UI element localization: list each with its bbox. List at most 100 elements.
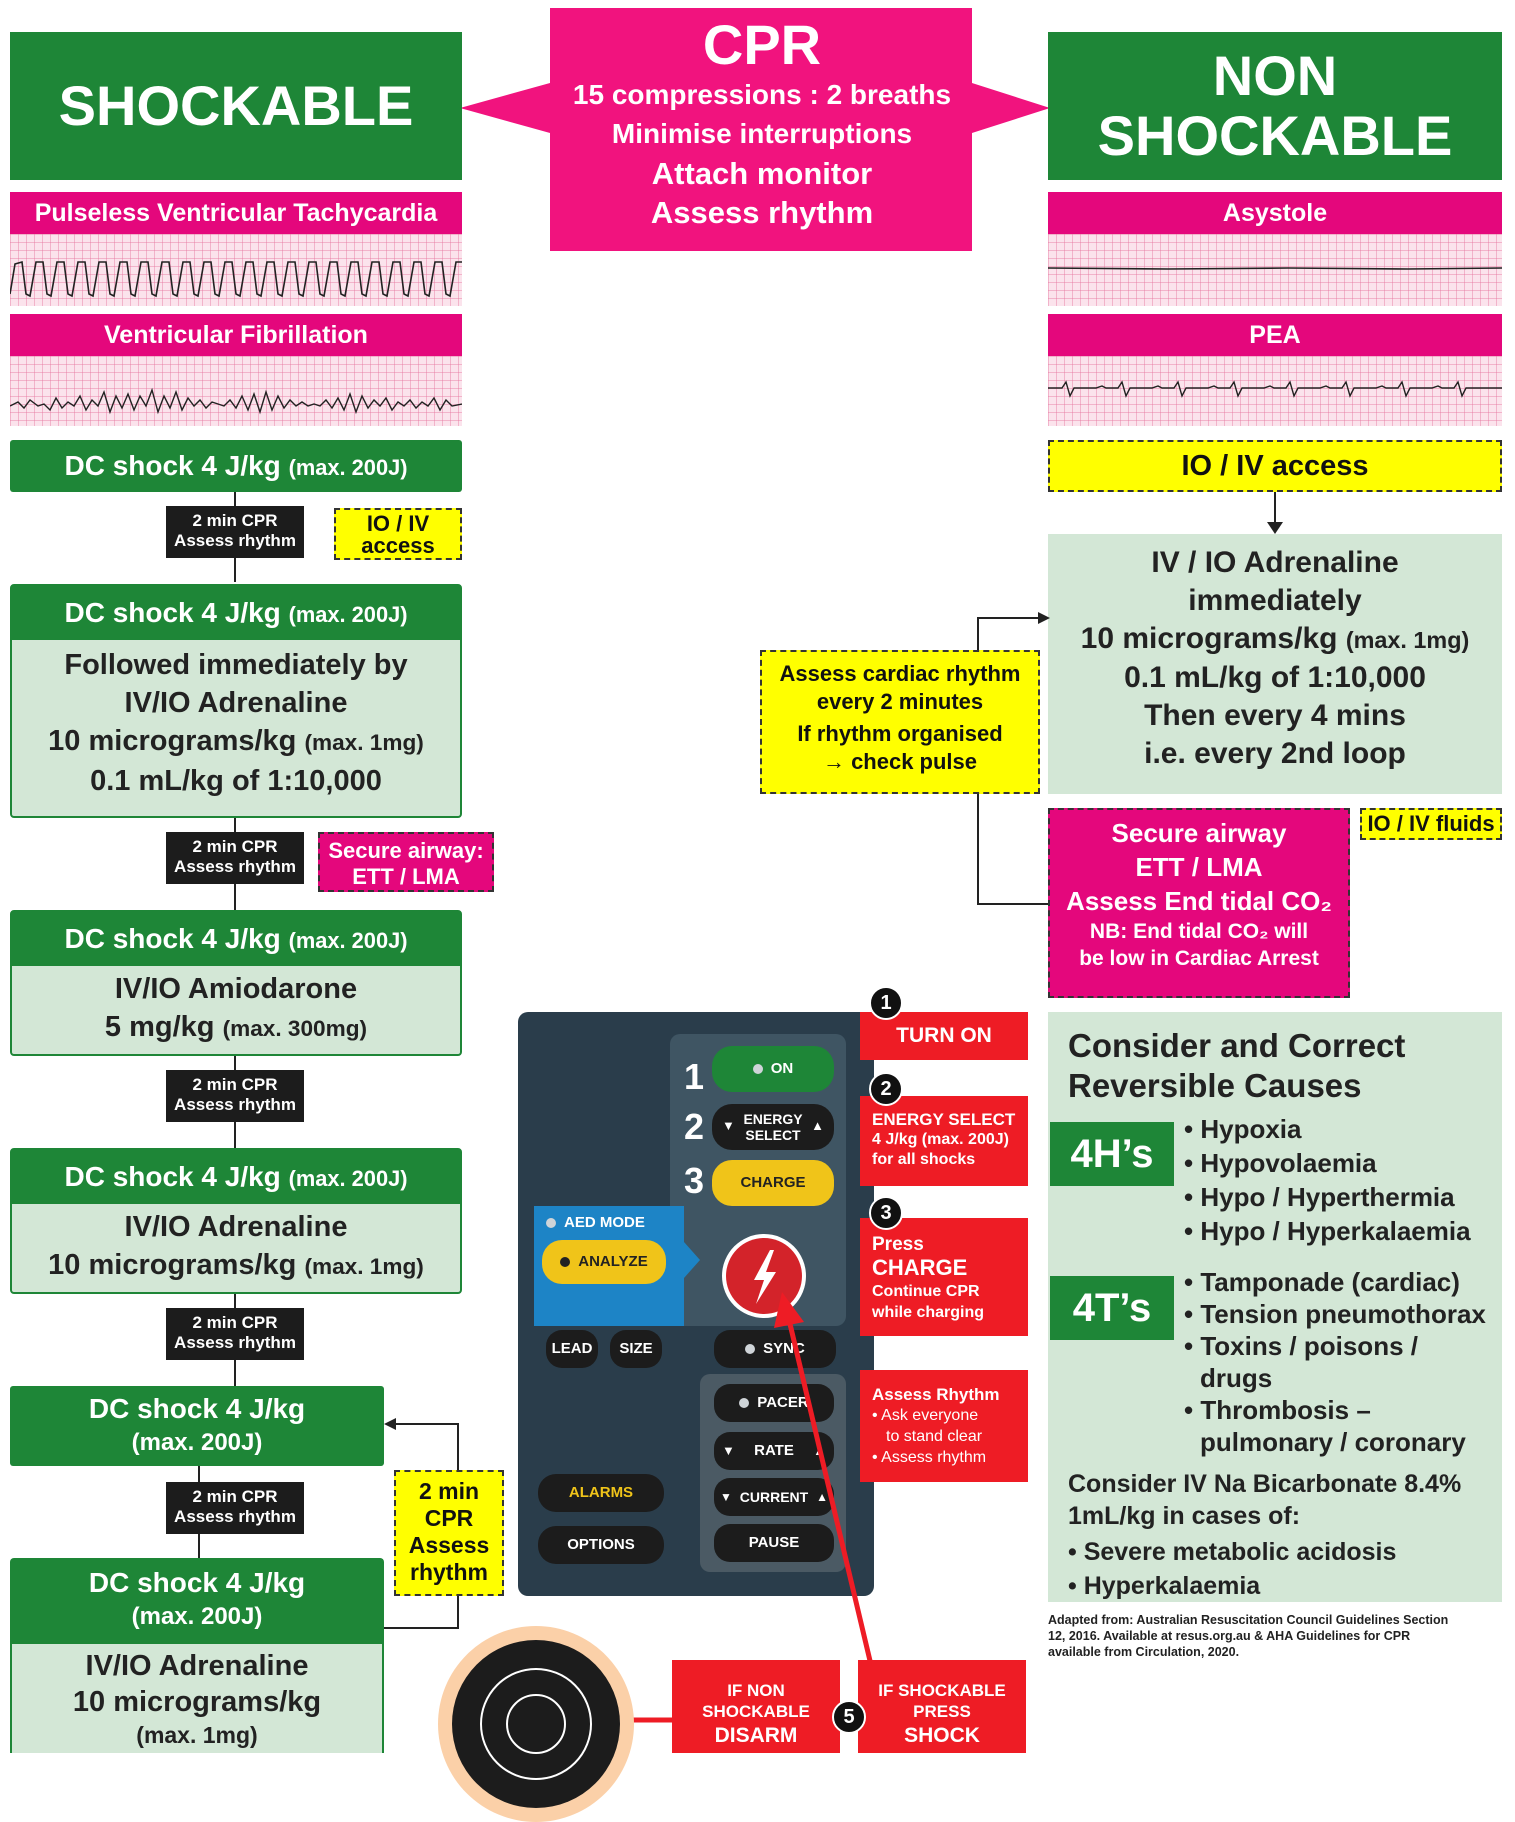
dc-shock-5: DC shock 4 J/kg (max. 200J)	[10, 1386, 384, 1466]
cpr-step-1: 2 min CPR Assess rhythm	[166, 506, 304, 558]
indicator-dot	[752, 1064, 763, 1075]
arrow-icon	[1267, 522, 1283, 534]
t-list: • Tamponade (cardiac) • Tension pneumoth…	[1184, 1266, 1486, 1458]
h-item-text: Hypovolaemia	[1200, 1148, 1377, 1178]
dc-shock-1-label: DC shock 4 J/kg	[64, 450, 281, 481]
io-iv-access-box: IO / IV access	[1048, 440, 1502, 492]
shock-3-box: DC shock 4 J/kg (max. 200J) IV/IO Amioda…	[10, 910, 462, 1056]
ecg-strip-vf	[9, 356, 463, 426]
step-5-disarm: IF NON SHOCKABLE DISARM	[672, 1660, 840, 1753]
t-item: pulmonary / coronary	[1184, 1426, 1486, 1458]
dc-shock-1-max: (max. 200J)	[288, 455, 408, 480]
dial-center[interactable]	[506, 1694, 566, 1754]
secure-airway-line1: Secure airway:	[328, 838, 484, 863]
t-item: • Tamponade (cardiac)	[1184, 1267, 1460, 1297]
step-1-turn-on: TURN ON	[860, 1012, 1028, 1060]
dc-shock-6-max: (max. 200J)	[131, 1603, 263, 1630]
t-item: • Thrombosis –	[1184, 1395, 1371, 1425]
cpr-title: CPR	[702, 13, 822, 76]
alarms-button[interactable]: ALARMS	[538, 1474, 664, 1512]
nonshockable-title-line2: SHOCKABLE	[1097, 104, 1453, 167]
step-5-right-line1: IF SHOCKABLE	[878, 1681, 1006, 1700]
step-5-left-line1: IF NON	[727, 1681, 785, 1700]
down-arrow-icon: ▼	[722, 1118, 735, 1133]
loop-note-line3: Assess	[408, 1532, 490, 1558]
shock-4-box: DC shock 4 J/kg (max. 200J) IV/IO Adrena…	[10, 1148, 462, 1294]
h-item: • Hypovolaemia	[1184, 1148, 1377, 1178]
rhythm-label-asystole: Asystole	[1048, 192, 1502, 234]
assess-note-line4: → check pulse	[822, 749, 978, 774]
options-button[interactable]: OPTIONS	[538, 1526, 664, 1564]
adrenaline-line4: 0.1 mL/kg of 1:10,000	[1124, 661, 1426, 694]
reversible-causes-panel: Consider and Correct Reversible Causes 4…	[1048, 1012, 1502, 1602]
charge-button[interactable]: CHARGE	[712, 1160, 834, 1206]
step-3-line3: Continue CPR	[872, 1283, 980, 1300]
dc-shock-5-label: DC shock 4 J/kg	[88, 1393, 306, 1424]
cpr-step-2: 2 min CPR Assess rhythm	[166, 832, 304, 884]
analyze-button[interactable]: ANALYZE	[542, 1240, 666, 1284]
pause-button[interactable]: PAUSE	[714, 1524, 834, 1562]
cpr-box: CPR 15 compressions : 2 breaths Minimise…	[552, 14, 972, 232]
t-item: • Tension pneumothorax	[1184, 1299, 1486, 1329]
dc-shock-2: DC shock 4 J/kg (max. 200J)	[12, 586, 460, 640]
lead-button[interactable]: LEAD	[546, 1330, 598, 1368]
current-button[interactable]: ▼CURRENT▲	[714, 1478, 834, 1516]
assess-note-line3: If rhythm organised	[797, 721, 1003, 746]
h-item-text: Hypoxia	[1200, 1114, 1302, 1144]
shock-6-text: IV/IO Adrenaline 10 micrograms/kg (max. …	[12, 1644, 382, 1750]
energy-select-button[interactable]: ▼ ENERGY SELECT ▲	[712, 1104, 834, 1150]
pacer-label: PACER	[757, 1394, 809, 1411]
airway-line4: NB: End tidal CO₂ will	[1089, 920, 1309, 943]
shock-2-box: DC shock 4 J/kg (max. 200J) Followed imm…	[10, 584, 462, 818]
on-button[interactable]: ON	[712, 1046, 834, 1092]
step-2-line1: 4 J/kg (max. 200J)	[872, 1131, 1009, 1148]
cpr-step-2-line2: Assess rhythm	[174, 857, 296, 876]
t-item-text: Thrombosis –	[1200, 1395, 1371, 1425]
shock-3-line2: 5 mg/kg	[104, 1011, 215, 1043]
io-iv-fluids-note: IO / IV fluids	[1360, 808, 1502, 840]
rate-label: RATE	[754, 1442, 794, 1459]
t-item: • Toxins / poisons /	[1184, 1331, 1418, 1361]
secure-airway-line2: ETT / LMA	[352, 864, 460, 889]
dc-shock-3-max: (max. 200J)	[288, 928, 408, 953]
shock-button[interactable]	[726, 1238, 802, 1314]
h-item-text: Hypo / Hyperthermia	[1200, 1182, 1455, 1212]
io-iv-access-note: IO / IV access	[334, 508, 462, 560]
current-label: CURRENT	[739, 1489, 809, 1505]
step-4-bullet-2: Assess rhythm	[881, 1449, 987, 1466]
step-4-title: Assess Rhythm	[872, 1385, 1000, 1404]
step-5-right-line3: SHOCK	[904, 1724, 980, 1747]
rhythm-label-pea: PEA	[1048, 314, 1502, 356]
cpr-step-1-line2: Assess rhythm	[174, 531, 296, 550]
dc-shock-3-label: DC shock 4 J/kg	[64, 923, 281, 954]
size-button[interactable]: SIZE	[610, 1330, 662, 1368]
adrenaline-line2: immediately	[1188, 584, 1362, 617]
ecg-trace-vf	[9, 387, 463, 415]
indicator-dot	[546, 1218, 556, 1229]
dc-shock-5-max: (max. 200J)	[131, 1429, 263, 1456]
step-2-line2: for all shocks	[872, 1151, 976, 1168]
io-iv-line1: IO / IV	[366, 511, 430, 536]
cpr-line-4: Assess rhythm	[650, 195, 874, 230]
aed-mode-label: AED MODE	[546, 1214, 645, 1231]
shock-3-line2-max: (max. 300mg)	[222, 1016, 368, 1041]
shock-6-box: DC shock 4 J/kg (max. 200J) IV/IO Adrena…	[10, 1558, 384, 1753]
secure-airway-box: Secure airway ETT / LMA Assess End tidal…	[1048, 808, 1350, 998]
t-item: drugs	[1184, 1362, 1486, 1394]
shock-3-text: IV/IO Amiodarone 5 mg/kg (max. 300mg)	[12, 966, 460, 1048]
dc-shock-3: DC shock 4 J/kg (max. 200J)	[12, 912, 460, 966]
reversible-title: Consider and Correct Reversible Causes	[1068, 1026, 1405, 1106]
aed-pointer	[684, 1242, 700, 1278]
step-4-bullet-1: Ask everyone	[881, 1407, 979, 1424]
loop-cpr-note: 2 min CPR Assess rhythm	[394, 1470, 504, 1596]
t-item-text: Tamponade (cardiac)	[1200, 1267, 1460, 1297]
dc-shock-4-max: (max. 200J)	[288, 1166, 408, 1191]
indicator-dot	[560, 1257, 571, 1268]
bicarb-item: Hyperkalaemia	[1083, 1572, 1261, 1600]
step-4-bullet-1b: to stand clear	[886, 1428, 983, 1445]
airway-line3: Assess End tidal CO₂	[1066, 886, 1332, 916]
adrenaline-line1: IV / IO Adrenaline	[1151, 546, 1399, 579]
step-3-line1: Press	[872, 1234, 924, 1255]
reversible-title-line2: Reversible Causes	[1068, 1067, 1362, 1104]
bicarb-line2: 1mL/kg in cases of:	[1068, 1502, 1301, 1530]
